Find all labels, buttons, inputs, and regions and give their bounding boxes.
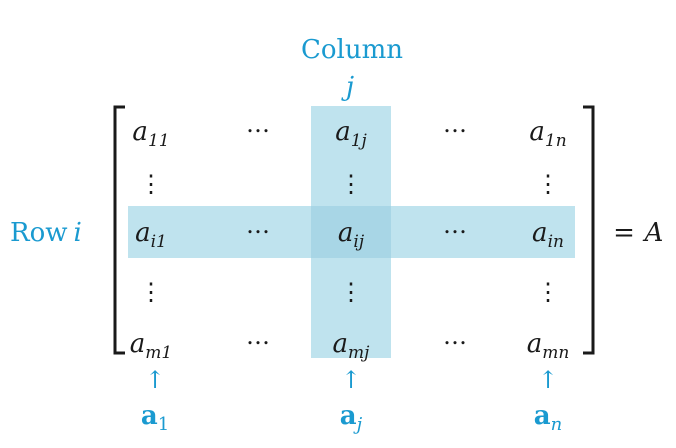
up-arrow-icon: ↑	[538, 366, 558, 394]
entry-base: a	[338, 218, 354, 248]
entry-base: a	[529, 117, 545, 147]
entry-base: a	[335, 117, 351, 147]
entry-base: a	[130, 329, 146, 359]
matrix-cells: a11…a1j…a1n⋮⋮⋮ai1…aij…ain⋮⋮⋮am1…amj…amn	[130, 110, 570, 363]
entry-base: a	[135, 218, 151, 248]
entry-base: a	[527, 329, 543, 359]
column-vector-label-j: aj	[340, 401, 363, 435]
horizontal-ellipsis-row-i-col-2: …	[246, 211, 270, 239]
vector-subscript: j	[353, 414, 363, 435]
entry-subscript: in	[548, 232, 564, 252]
row-label-index: i	[73, 218, 81, 248]
matrix-entry-a-ij: aij	[338, 218, 365, 252]
row-label-word: Row	[10, 218, 67, 248]
matrix-entry-a-1n: a1n	[529, 117, 566, 151]
entry-base: a	[333, 329, 349, 359]
entry-subscript: mj	[348, 343, 370, 363]
entry-subscript: 1n	[545, 131, 567, 151]
entry-base: a	[532, 218, 548, 248]
up-arrow-icon: ↑	[145, 366, 165, 394]
matrix-name: A	[643, 218, 664, 248]
matrix-entry-a-11: a11	[132, 117, 169, 151]
vertical-ellipsis-vdots-row-upper-col-5: ⋮	[536, 170, 560, 198]
horizontal-ellipsis-row-m-col-2: …	[246, 322, 270, 350]
column-vectors: ↑a1↑aj↑an	[141, 366, 562, 435]
entry-subscript: i1	[151, 232, 167, 252]
matrix-entry-a-mj: amj	[333, 329, 371, 363]
matrix-entry-a-i1: ai1	[135, 218, 167, 252]
vertical-ellipsis-vdots-row-lower-col-5: ⋮	[536, 278, 560, 306]
column-label: Column	[301, 35, 403, 65]
matrix-entry-a-1j: a1j	[335, 117, 367, 151]
horizontal-ellipsis-row-i-col-4: …	[443, 211, 467, 239]
equals-sign: =	[613, 218, 635, 248]
vector-subscript: n	[551, 414, 563, 435]
vector-subscript: 1	[158, 414, 169, 435]
left-bracket	[113, 105, 125, 355]
vector-base: a	[340, 401, 357, 431]
horizontal-ellipsis-row-1-col-4: …	[443, 110, 467, 138]
entry-base: a	[132, 117, 148, 147]
matrix-entry-a-m1: am1	[130, 329, 172, 363]
entry-subscript: ij	[353, 232, 364, 252]
horizontal-ellipsis-row-m-col-4: …	[443, 322, 467, 350]
entry-subscript: mn	[542, 343, 569, 363]
intersection-highlight	[311, 206, 391, 258]
horizontal-ellipsis-row-1-col-2: …	[246, 110, 270, 138]
matrix-entry-a-in: ain	[532, 218, 564, 252]
entry-subscript: 11	[148, 131, 170, 151]
vector-base: a	[141, 401, 158, 431]
entry-subscript: 1j	[351, 131, 368, 151]
vertical-ellipsis-vdots-row-lower-col-3: ⋮	[339, 278, 363, 306]
vertical-ellipsis-vdots-row-lower-col-1: ⋮	[139, 278, 163, 306]
column-vector-label-n: an	[534, 401, 562, 435]
column-vector-label-1: a1	[141, 401, 169, 435]
matrix-entry-a-mn: amn	[527, 329, 570, 363]
vertical-ellipsis-vdots-row-upper-col-1: ⋮	[139, 170, 163, 198]
up-arrow-icon: ↑	[341, 366, 361, 394]
entry-subscript: m1	[145, 343, 172, 363]
vertical-ellipsis-vdots-row-upper-col-3: ⋮	[339, 170, 363, 198]
column-index: j	[341, 72, 354, 102]
right-bracket	[583, 105, 595, 355]
vector-base: a	[534, 401, 551, 431]
